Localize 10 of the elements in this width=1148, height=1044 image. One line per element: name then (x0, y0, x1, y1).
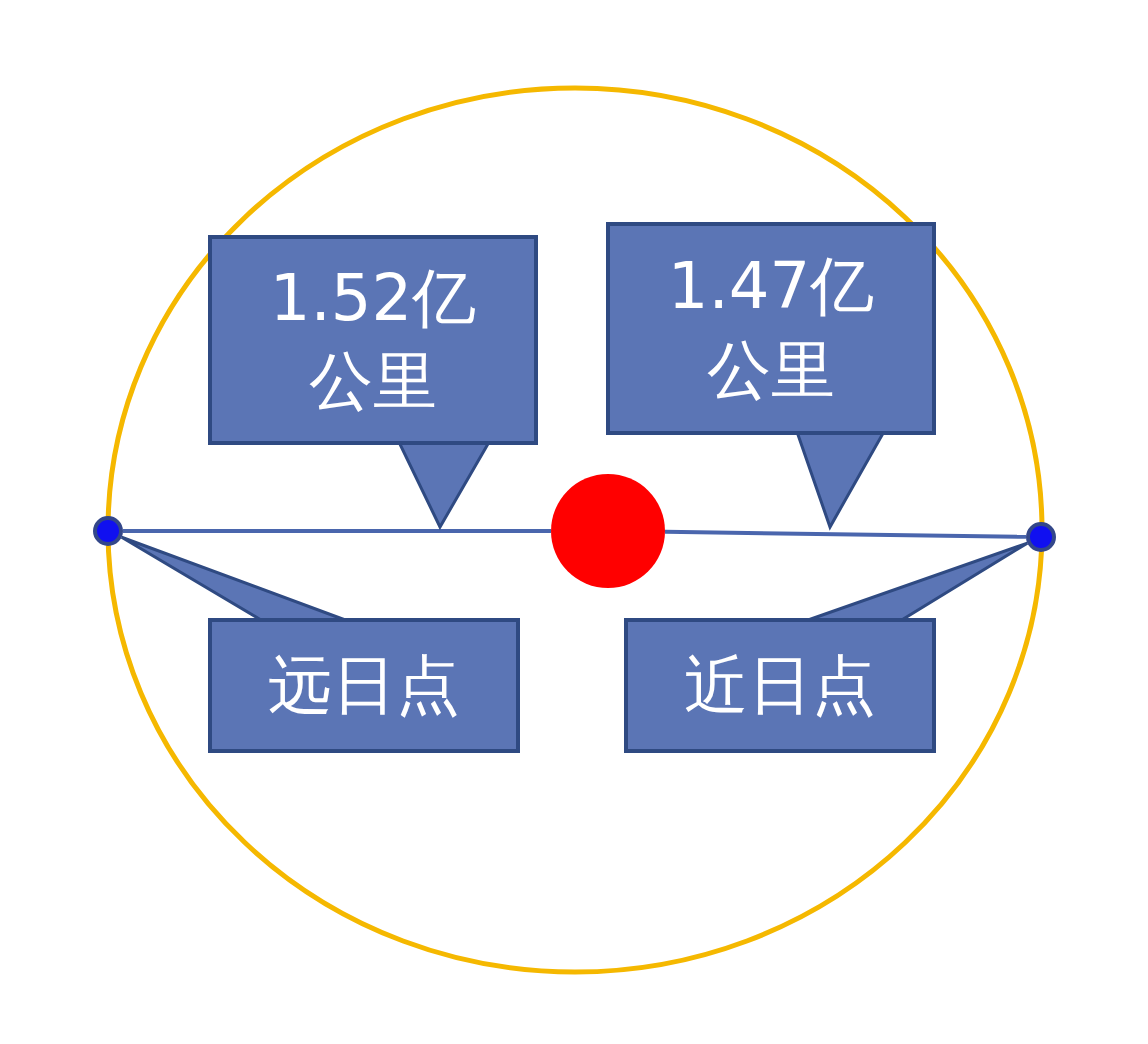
planet-dot (1026, 522, 1056, 552)
callout-box (208, 235, 538, 445)
connector-line (664, 529, 1027, 539)
callout-box (606, 222, 936, 435)
callout-text: 1.47亿公里 (666, 248, 876, 409)
callout-text: 远日点 (268, 646, 460, 724)
callout-text: 1.52亿公里 (268, 259, 478, 420)
planet-dot (93, 516, 123, 546)
callout-text: 近日点 (684, 646, 876, 724)
connector-line (123, 529, 551, 533)
